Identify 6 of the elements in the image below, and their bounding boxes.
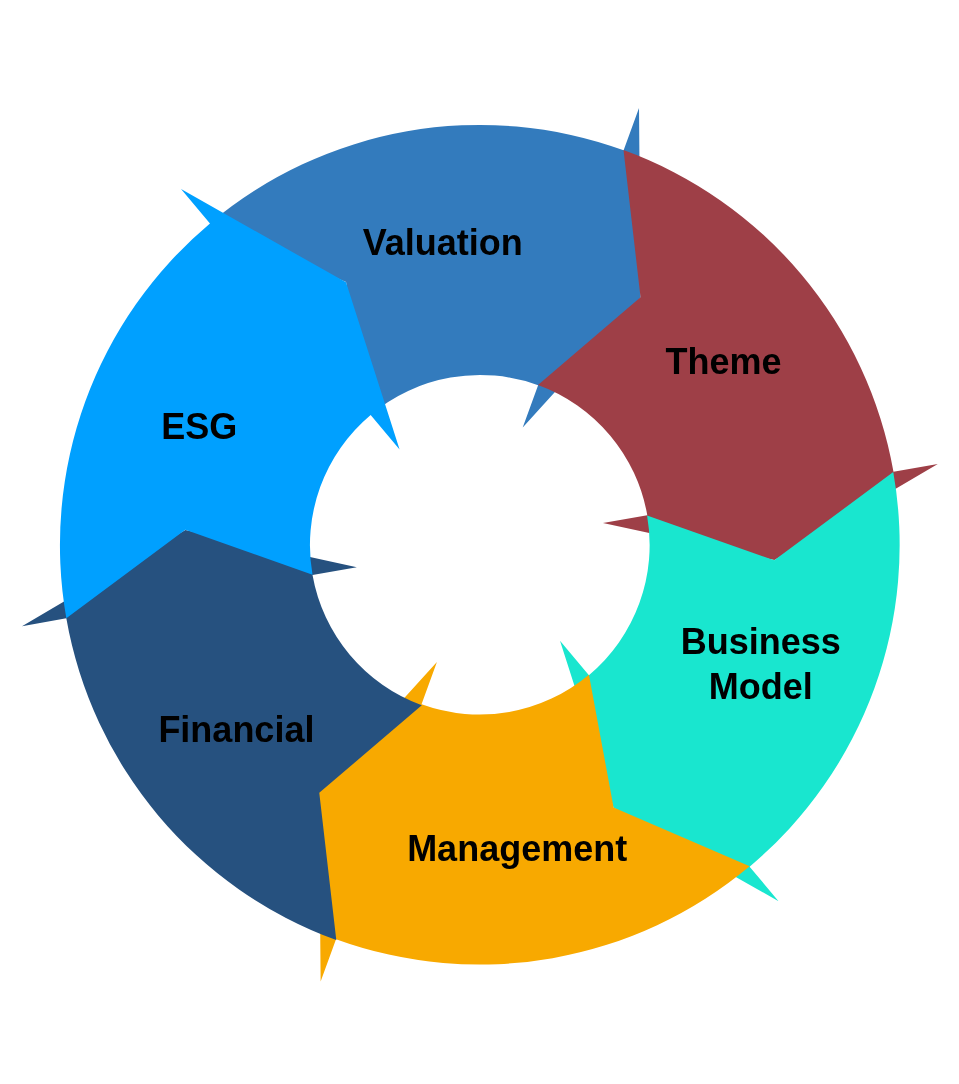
segment-label: Management [407, 826, 628, 871]
segment-label: ESG [161, 404, 238, 449]
segment-label: Valuation [362, 220, 523, 265]
segment-label: Financial [158, 707, 315, 752]
segment-label: Business Model [679, 620, 842, 710]
segment-label: Theme [665, 339, 782, 384]
